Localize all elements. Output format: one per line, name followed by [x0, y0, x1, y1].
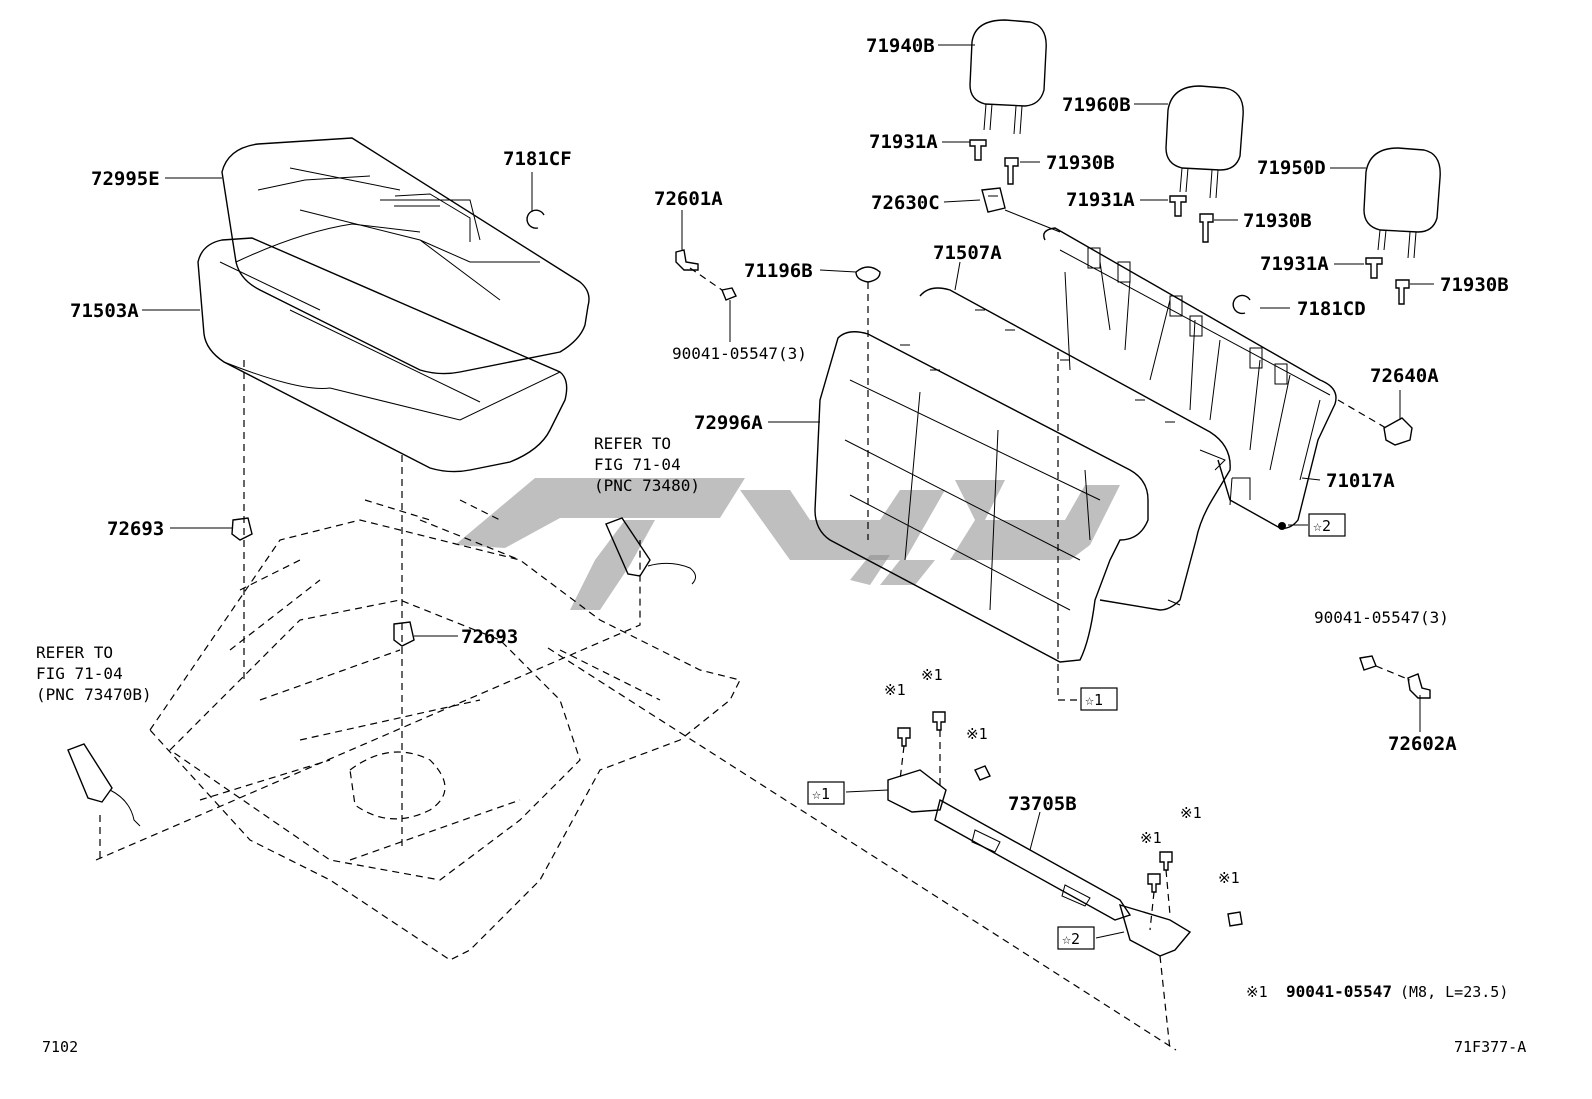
label-72693-2: 72693	[461, 626, 518, 648]
label-71503A: 71503A	[70, 300, 139, 322]
seat-belt-buckle-73470B	[67, 743, 141, 827]
label-71930B-1: 71930B	[1046, 152, 1115, 174]
label-71931A-3: 71931A	[1260, 253, 1329, 275]
label-72640A: 72640A	[1370, 365, 1439, 387]
fastener-71931A-1	[969, 139, 987, 161]
star-1-text-back: ☆1	[1085, 691, 1103, 709]
refer-note-upper: REFER TO FIG 71-04 (PNC 73480)	[594, 434, 700, 495]
leader-lines	[142, 44, 1434, 939]
dashed-connectors	[547, 267, 1411, 1051]
label-71017A: 71017A	[1326, 470, 1395, 492]
fastener-71930B-2	[1199, 213, 1214, 243]
label-72693-1: 72693	[107, 518, 164, 540]
seat-cushion-pad-71503A	[197, 237, 568, 473]
clip-7181CD	[1232, 294, 1251, 315]
label-72995E: 72995E	[91, 168, 160, 190]
label-72996A: 72996A	[694, 412, 763, 434]
label-71930B-3: 71930B	[1440, 274, 1509, 296]
fastener-71930B-3	[1395, 279, 1410, 305]
label-71931A-1: 71931A	[869, 131, 938, 153]
label-72630C: 72630C	[871, 192, 940, 214]
refer-lower-line3: (PNC 73470B)	[36, 685, 152, 704]
seat-cushion-cover-72995E	[221, 137, 590, 375]
label-73705B: 73705B	[1008, 793, 1077, 815]
cap-71196B	[855, 266, 881, 283]
star-1-text-bar: ☆1	[812, 785, 830, 803]
kome-mark-6: ※1	[1218, 869, 1240, 887]
seat-belt-buckle-73480	[605, 517, 696, 585]
footer-right-code: 71F377-A	[1454, 1038, 1526, 1056]
clip-72630C	[981, 187, 1061, 233]
refer-upper-line3: (PNC 73480)	[594, 476, 700, 495]
footnote-mark: ※1	[1246, 983, 1268, 1001]
star-2-text-bar: ☆2	[1062, 930, 1080, 948]
label-71196B: 71196B	[744, 260, 813, 282]
label-72601A: 72601A	[654, 188, 723, 210]
star-marker-1-bar: ☆1	[807, 781, 845, 805]
headrest-71940B	[969, 19, 1047, 135]
label-71507A: 71507A	[933, 242, 1002, 264]
hinge-72602A	[1359, 655, 1431, 699]
fastener-71931A-2	[1169, 195, 1187, 217]
label-7181CF: 7181CF	[503, 148, 572, 170]
refer-note-lower: REFER TO FIG 71-04 (PNC 73470B)	[36, 643, 152, 704]
star-marker-1-back: ☆1	[1080, 687, 1118, 711]
star-2-text-frame: ☆2	[1313, 517, 1331, 535]
anchor-bar-73705B	[887, 769, 1192, 957]
refer-upper-line1: REFER TO	[594, 434, 671, 453]
label-90041-top: 90041-05547(3)	[672, 344, 807, 363]
fastener-71931A-3	[1365, 257, 1383, 279]
headrest-71960B	[1165, 85, 1244, 199]
kome-mark-3: ※1	[966, 725, 988, 743]
seat-back-frame-71017A	[1043, 227, 1337, 530]
watermark-logo	[455, 478, 1120, 610]
bolts-kome1	[897, 711, 1243, 927]
kome-mark-2: ※1	[921, 666, 943, 684]
label-7181CD: 7181CD	[1297, 298, 1366, 320]
hinge-72601A	[675, 249, 737, 301]
label-71930B-2: 71930B	[1243, 210, 1312, 232]
star-marker-2-bar: ☆2	[1057, 926, 1095, 950]
star-marker-2-frame: ☆2	[1308, 513, 1346, 537]
fastener-71930B-1	[1004, 157, 1019, 185]
label-90041-right: 90041-05547(3)	[1314, 608, 1449, 627]
clip-72693-2	[393, 621, 415, 647]
kome-mark-5: ※1	[1140, 829, 1162, 847]
label-71950D: 71950D	[1257, 157, 1326, 179]
kome-mark-4: ※1	[1180, 804, 1202, 822]
label-72602A: 72602A	[1388, 733, 1457, 755]
kome-mark-1: ※1	[884, 681, 906, 699]
refer-lower-line2: FIG 71-04	[36, 664, 123, 683]
seat-back-cover-72996A	[814, 287, 1231, 663]
clip-7181CF	[526, 209, 545, 229]
headrest-71950D	[1363, 147, 1441, 259]
label-71931A-2: 71931A	[1066, 189, 1135, 211]
footnote-spec: (M8, L=23.5)	[1400, 983, 1508, 1001]
refer-lower-line1: REFER TO	[36, 643, 113, 662]
footer-left-code: 7102	[42, 1038, 78, 1056]
label-71960B: 71960B	[1062, 94, 1131, 116]
label-71940B: 71940B	[866, 35, 935, 57]
floor-pan-body	[95, 360, 741, 961]
footnote: ※1 90041-05547 (M8, L=23.5)	[1246, 982, 1508, 1001]
hinge-cover-72640A	[1383, 417, 1413, 446]
footnote-part: 90041-05547	[1286, 982, 1392, 1001]
clip-72693-1	[231, 517, 253, 541]
refer-upper-line2: FIG 71-04	[594, 455, 681, 474]
